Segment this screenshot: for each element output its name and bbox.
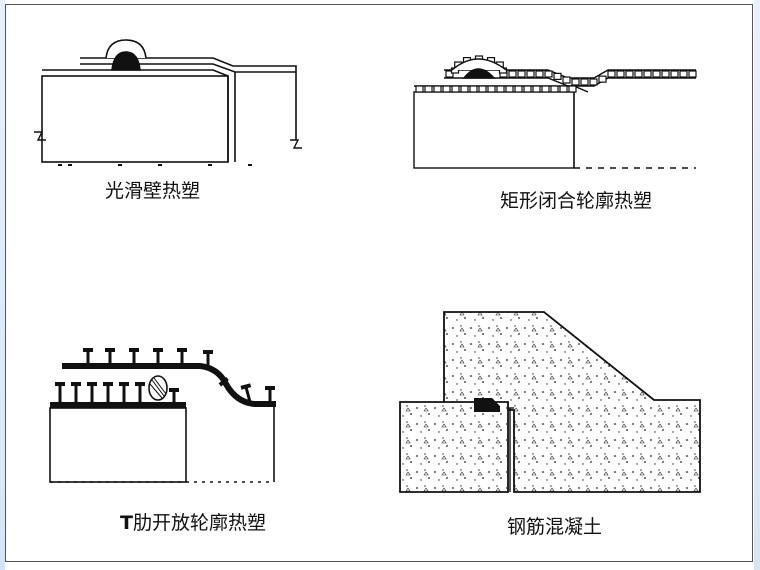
concrete-diagram <box>399 311 701 493</box>
caption-smooth-wall: 光滑壁热塑 <box>105 180 201 202</box>
spigot-pipe <box>41 75 229 163</box>
profile-cells <box>415 55 697 93</box>
gasket <box>148 375 168 401</box>
t-rib-diagram <box>49 348 276 483</box>
gasket <box>111 51 141 71</box>
caption-t-rib-prefix: T <box>120 512 133 534</box>
gasket <box>474 398 500 412</box>
caption-t-rib-text: 肋开放轮廓热塑 <box>132 512 266 534</box>
bell-t-ribs <box>83 348 275 404</box>
spigot-pipe <box>413 91 575 169</box>
caption-t-rib: T肋开放轮廓热塑 <box>120 508 266 535</box>
smooth-wall-diagram <box>34 39 302 166</box>
bell-wall <box>80 57 297 140</box>
spigot-t-ribs <box>55 382 179 402</box>
gasket-housing <box>105 39 147 59</box>
caption-closed-profile: 矩形闭合轮廓热塑 <box>500 190 653 212</box>
right-accent-strip <box>754 0 760 570</box>
spigot-pipe <box>49 407 187 483</box>
caption-concrete: 钢筋混凝土 <box>507 516 603 538</box>
left-accent-strip <box>0 0 5 570</box>
gasket <box>462 68 496 79</box>
closed-profile-diagram <box>413 55 697 169</box>
gasket-housing <box>451 58 507 71</box>
